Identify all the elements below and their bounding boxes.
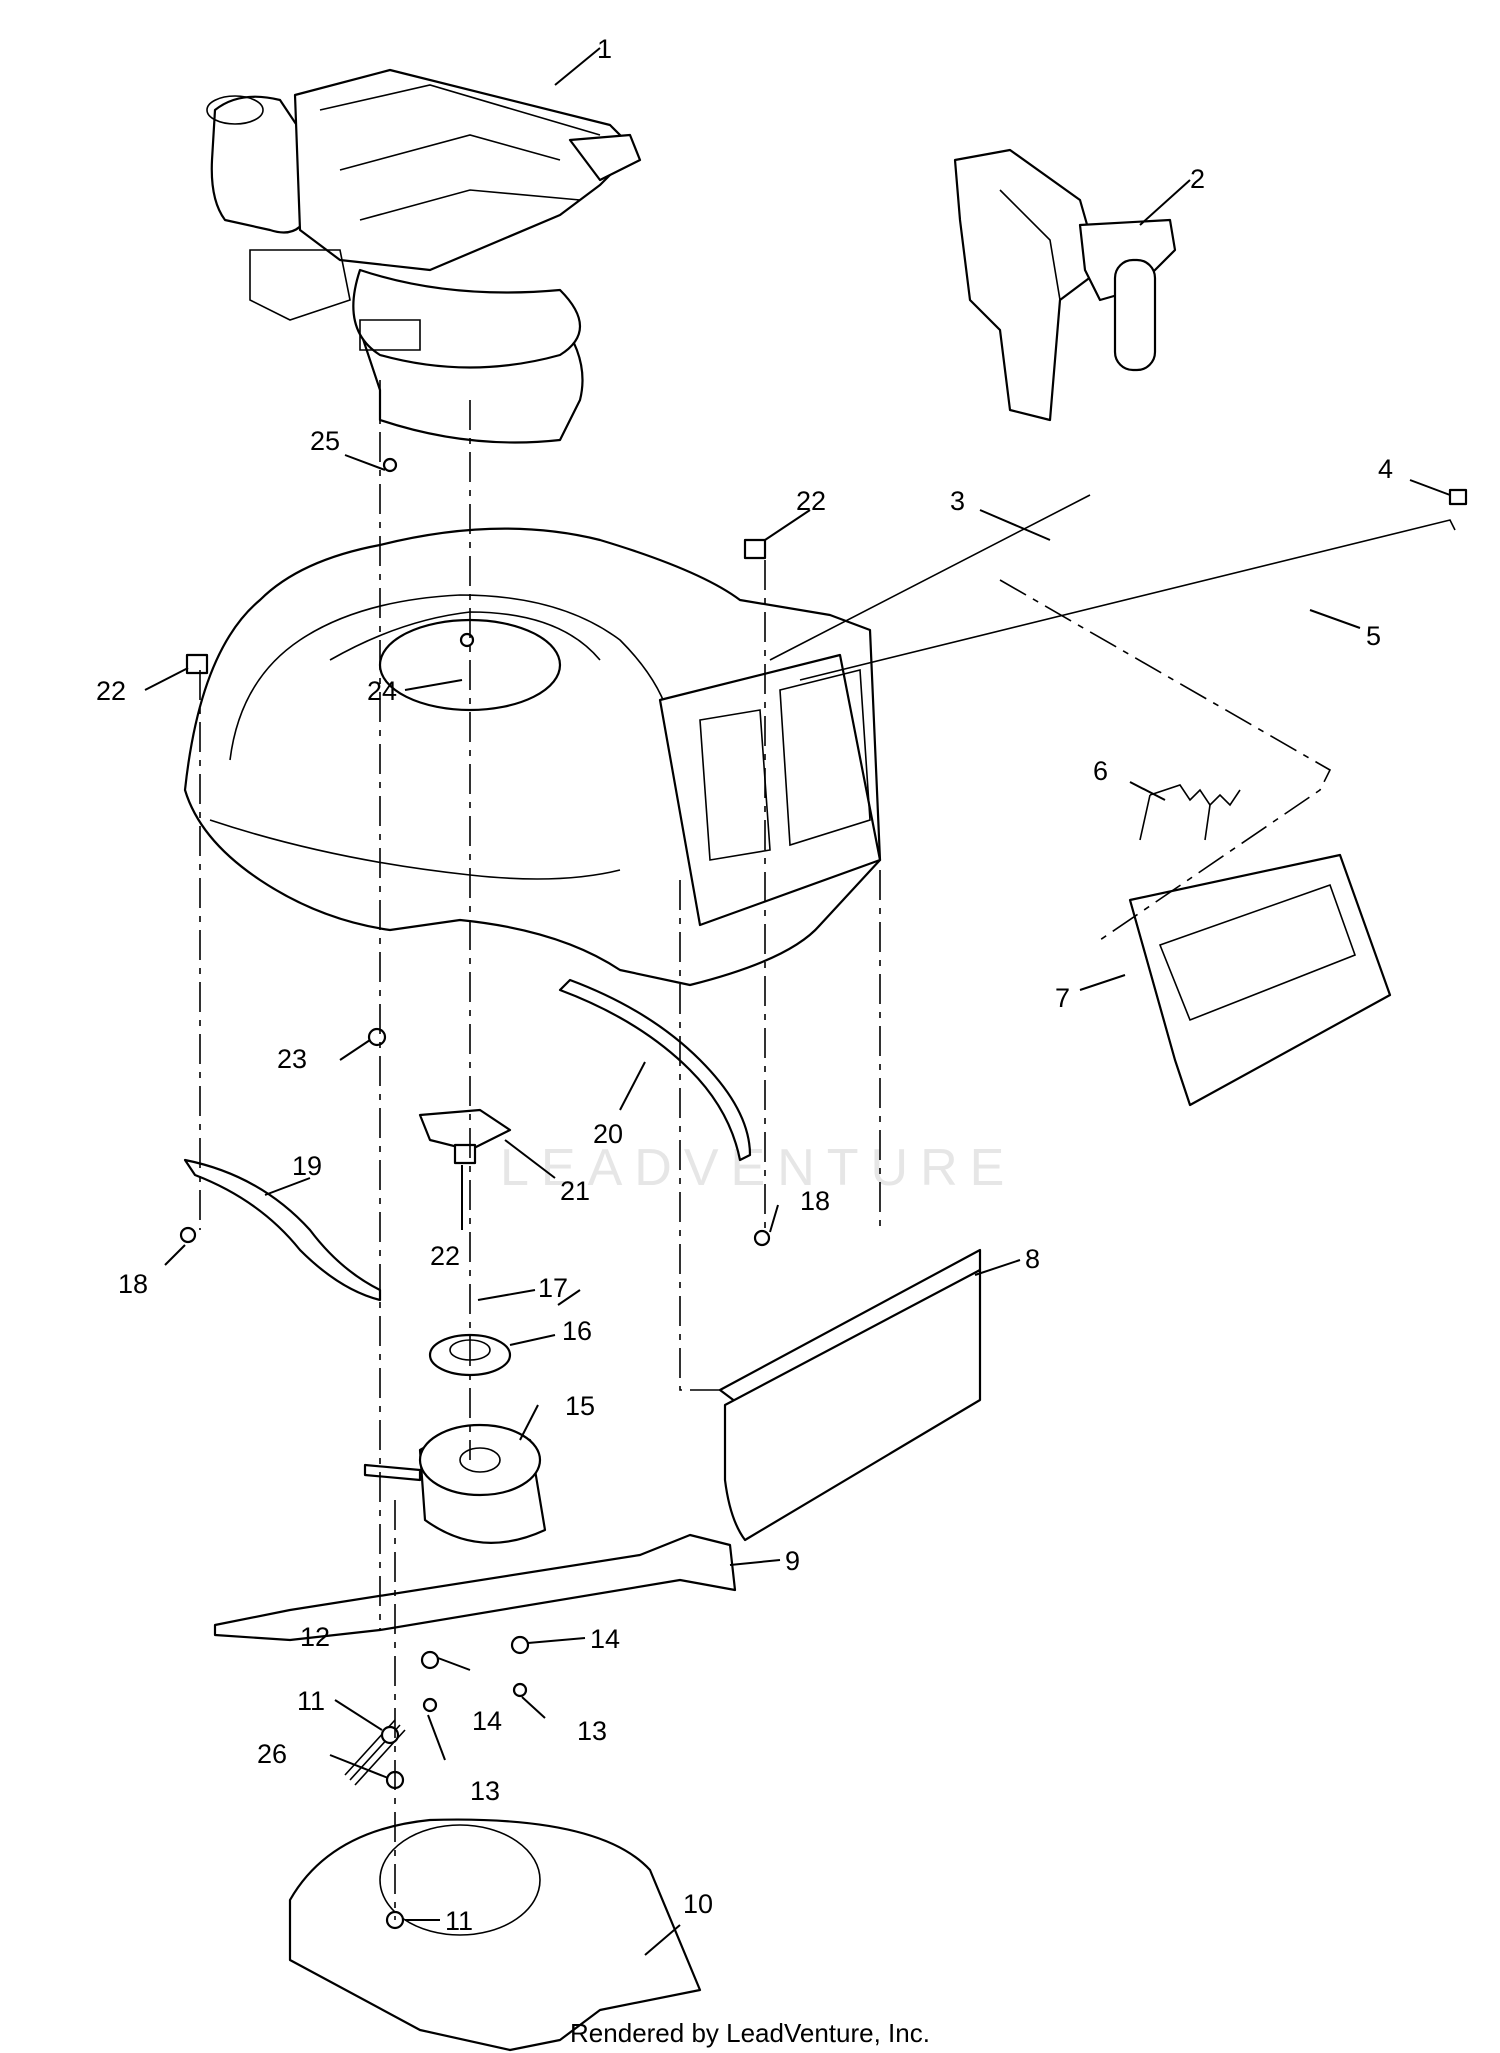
callout-17: 17	[538, 1273, 568, 1303]
discharge-chute-part	[953, 148, 1177, 422]
callout-14a: 14	[590, 1624, 620, 1654]
callout-11a: 11	[297, 1686, 325, 1716]
hardware	[179, 457, 1468, 1930]
baffle-19	[183, 1158, 382, 1302]
callout-19: 19	[292, 1151, 322, 1181]
callout-9: 9	[785, 1546, 800, 1576]
callout-15: 15	[565, 1391, 595, 1421]
callout-26: 26	[257, 1739, 287, 1769]
panel-8	[718, 1248, 982, 1542]
rear-deflector	[1128, 853, 1392, 1107]
callout-11b: 11	[445, 1906, 473, 1936]
callouts: 1 2 3 4 5 6 7 8 9 10 11 11 12 13 13 14 1…	[96, 34, 1393, 1936]
rod-5	[799, 519, 1456, 681]
clutch-15	[363, 1423, 547, 1544]
callout-5: 5	[1366, 621, 1381, 651]
callout-24: 24	[367, 676, 397, 706]
callout-20: 20	[593, 1119, 623, 1149]
engine	[206, 68, 642, 444]
callout-7: 7	[1055, 983, 1070, 1013]
callout-18a: 18	[118, 1269, 148, 1299]
rod-3	[769, 494, 1091, 661]
shield-10	[288, 1818, 702, 2052]
blade-9	[213, 1533, 737, 1642]
callout-1: 1	[597, 34, 612, 64]
callout-4: 4	[1378, 454, 1393, 484]
callout-13a: 13	[470, 1776, 500, 1806]
callout-3: 3	[950, 486, 965, 516]
callout-13b: 13	[577, 1716, 607, 1746]
callout-22a: 22	[96, 676, 126, 706]
callout-22c: 22	[430, 1241, 460, 1271]
footer-credit: Rendered by LeadVenture, Inc.	[570, 2018, 930, 2048]
callout-16: 16	[562, 1316, 592, 1346]
callout-25: 25	[310, 426, 340, 456]
baffle-20	[558, 978, 752, 1162]
callout-6: 6	[1093, 756, 1108, 786]
callout-22b: 22	[796, 486, 826, 516]
leader-lines	[144, 47, 1451, 1956]
callout-14b: 14	[472, 1706, 502, 1736]
bracket-21	[418, 1108, 512, 1152]
callout-12: 12	[300, 1622, 330, 1652]
callout-18b: 18	[800, 1186, 830, 1216]
callout-2: 2	[1190, 164, 1205, 194]
alignment-lines	[199, 380, 1332, 1920]
torsion-spring	[1139, 784, 1241, 841]
callout-10: 10	[683, 1889, 713, 1919]
mower-deck	[183, 527, 882, 987]
callout-23: 23	[277, 1044, 307, 1074]
callout-8: 8	[1025, 1244, 1040, 1274]
callout-21: 21	[560, 1176, 590, 1206]
watermark: LEADVENTURE	[500, 1139, 1016, 1197]
